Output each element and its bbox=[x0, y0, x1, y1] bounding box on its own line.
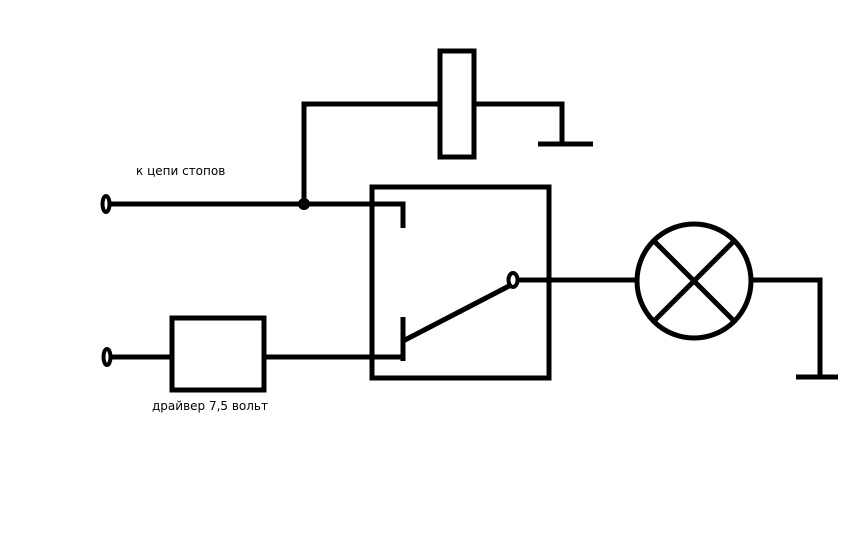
driver-label: драйвер 7,5 вольт bbox=[152, 399, 268, 413]
coil-wire-right bbox=[474, 101, 565, 144]
relay-coil bbox=[437, 48, 477, 160]
coil-wire-left bbox=[301, 101, 440, 205]
terminal-stop-circuit bbox=[100, 194, 112, 214]
switch-pivot bbox=[506, 271, 520, 289]
lamp-wire-out bbox=[751, 277, 823, 377]
driver-block bbox=[169, 315, 267, 393]
junction-dot bbox=[298, 198, 310, 210]
lamp-cross-2 bbox=[652, 239, 736, 323]
stop-circuit-wire bbox=[110, 201, 406, 228]
stop-circuit-label: к цепи стопов bbox=[136, 164, 226, 178]
switch-lever bbox=[401, 283, 511, 344]
terminal-driver bbox=[101, 347, 113, 367]
